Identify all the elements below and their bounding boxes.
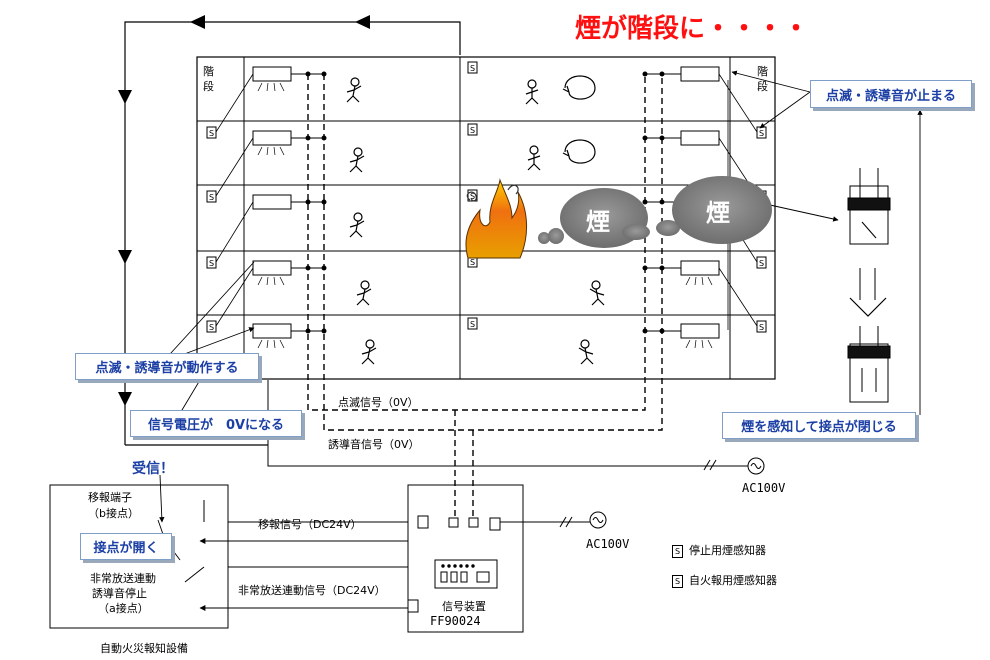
stop-detector-icon: S [672, 545, 683, 558]
signal-lines [307, 74, 663, 520]
callout-contact-close: 煙を感知して接点が閉じる [722, 412, 916, 439]
contact-illustration [847, 168, 891, 403]
signal-device [407, 484, 607, 633]
svg-text:S: S [470, 192, 475, 201]
people [346, 75, 605, 365]
svg-text:S: S [759, 323, 764, 332]
callout-blink-stop: 点滅・誘導音が止まる [810, 80, 972, 108]
svg-text:S: S [759, 129, 764, 138]
signal-device-label: 信号装置 [442, 600, 486, 613]
transfer-signal-label: 移報信号（DC24V） [258, 518, 362, 531]
smoke-label-2: 煙 [706, 199, 730, 227]
guide-stop-label: 誘導音停止 [92, 587, 147, 600]
transfer-terminal-label: 移報端子 [88, 491, 132, 504]
legend-fire-text: 自火報用煙感知器 [689, 574, 777, 587]
legend-item-stop: S 停止用煙感知器 [672, 542, 766, 558]
svg-text:S: S [470, 258, 475, 267]
stop-detectors: S S S S S S S S S S S S S [206, 61, 767, 333]
callout-blink-start: 点滅・誘導音が動作する [75, 353, 259, 380]
svg-text:S: S [470, 320, 475, 329]
return-line [118, 15, 461, 446]
stairs-left-label: 階段 [203, 65, 214, 93]
fire-alarm-panel [49, 484, 408, 629]
callout-signal-zero: 信号電圧が 0Vになる [130, 410, 302, 437]
svg-text:S: S [209, 323, 214, 332]
svg-text:S: S [209, 193, 214, 202]
b-contact-label: （b接点） [88, 507, 139, 520]
page-title: 煙が階段に・・・・ [575, 14, 810, 44]
fire-detector-icon: S [672, 575, 683, 588]
emergency-broadcast-label: 非常放送連動 [90, 572, 156, 585]
guide-lights-left [252, 66, 292, 339]
stairs-right-label: 階段 [757, 65, 768, 93]
received-label: 受信！ [132, 461, 174, 477]
svg-text:S: S [470, 126, 475, 135]
solid-taps [291, 71, 681, 334]
model-label: FF90024 [430, 614, 481, 628]
legend-item-fire: S 自火報用煙感知器 [672, 572, 777, 588]
fire-graphic [465, 178, 528, 259]
svg-text:S: S [209, 129, 214, 138]
legend-stop-text: 停止用煙感知器 [689, 544, 766, 557]
ac-bottom-label: AC100V [586, 537, 630, 551]
ac-line-right [267, 380, 765, 475]
ac-right-label: AC100V [742, 481, 786, 495]
fire-alarm-system-label: 自動火災報知設備 [100, 642, 188, 655]
smoke-label-1: 煙 [586, 208, 610, 236]
svg-text:S: S [759, 259, 764, 268]
guide-signal-label: 誘導音信号（0V） [328, 438, 420, 451]
svg-text:S: S [209, 259, 214, 268]
broadcast-signal-label: 非常放送連動信号（DC24V） [238, 584, 386, 597]
a-contact-label: （a接点） [98, 602, 149, 615]
smoke-clouds [538, 176, 772, 248]
callout-contact-open: 接点が開く [80, 533, 172, 560]
light-rays [257, 82, 713, 349]
svg-text:S: S [470, 64, 475, 73]
blink-signal-label: 点滅信号（0V） [338, 396, 419, 409]
